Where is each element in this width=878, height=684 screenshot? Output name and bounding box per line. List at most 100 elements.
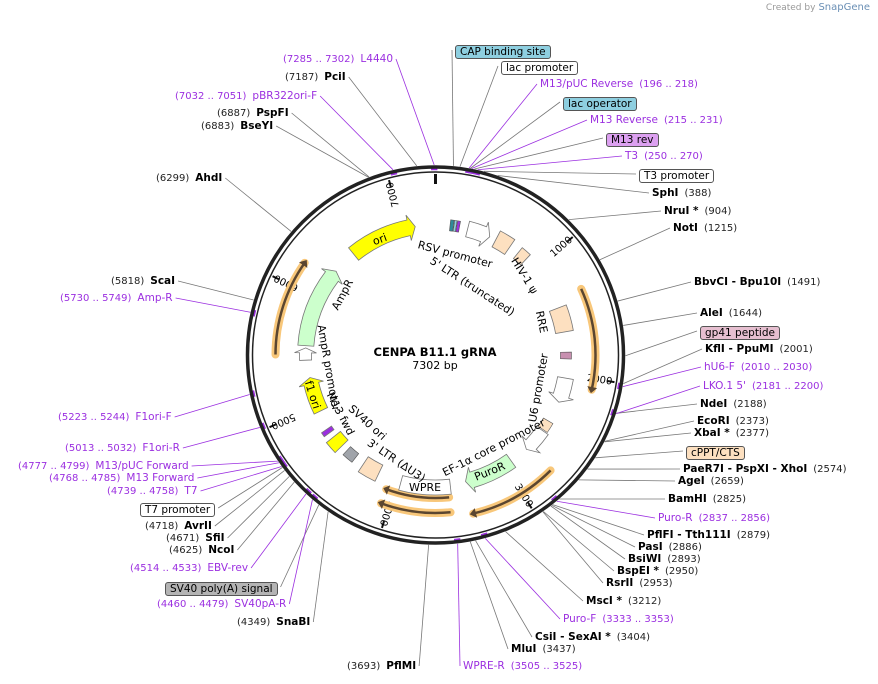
map-label-site[interactable]: (4349)SnaBI	[237, 616, 310, 628]
map-label-site[interactable]: BspEI *(2950)	[617, 565, 698, 577]
map-label-site[interactable]: AgeI(2659)	[678, 475, 744, 487]
map-label-primer[interactable]: M13/pUC Reverse(196 .. 218)	[540, 78, 698, 90]
small-feature[interactable]	[537, 417, 554, 433]
map-label-feature[interactable]: gp41 peptide	[700, 325, 780, 340]
connector-line	[595, 450, 684, 459]
map-label-primer[interactable]: (4768 .. 4785)M13 Forward	[49, 472, 194, 484]
map-label-primer[interactable]: Puro-F(3333 .. 3353)	[563, 613, 674, 625]
map-label-primer[interactable]: (7285 .. 7302)L4440	[283, 53, 393, 65]
map-label-site[interactable]: (4625)NcoI	[169, 544, 234, 556]
primer-mark	[305, 487, 312, 495]
tick-label: 7000	[385, 181, 402, 208]
label-name: lac promoter	[501, 60, 579, 75]
map-label-site[interactable]: (3693)PflMI	[347, 660, 416, 672]
feature-m13-fwd[interactable]	[320, 425, 335, 438]
map-label-site[interactable]: BbvCI - Bpu10I(1491)	[694, 276, 820, 288]
feature-label: RRE	[533, 310, 550, 335]
map-label-site[interactable]: PasI(2886)	[638, 541, 702, 553]
map-label-site[interactable]: AleI(1644)	[700, 307, 762, 319]
map-label-site[interactable]: MscI *(3212)	[586, 595, 661, 607]
feature-ampr-promoter[interactable]	[294, 347, 317, 361]
map-label-primer[interactable]: (5013 .. 5032)F1ori-R	[65, 442, 180, 454]
map-label-primer[interactable]: T3(250 .. 270)	[625, 149, 703, 162]
map-label-primer[interactable]: M13 Reverse(215 .. 231)	[590, 114, 723, 126]
map-label-site[interactable]: EcoRI(2373)	[697, 415, 769, 427]
small-feature[interactable]	[560, 351, 572, 360]
label-name: BseYI	[240, 119, 274, 132]
small-feature[interactable]	[449, 219, 455, 232]
map-label-site[interactable]: CsiI - SexAI *(3404)	[535, 631, 650, 643]
connector-line	[470, 101, 561, 169]
snapgene-watermark: Created by SnapGene	[766, 2, 870, 13]
label-name: T3	[625, 149, 639, 162]
feature-ef-1-core-promoter[interactable]	[521, 425, 549, 454]
map-label-site[interactable]: NdeI(2188)	[700, 398, 767, 410]
label-position: (3437)	[542, 643, 576, 655]
map-label-site[interactable]: SphI(388)	[652, 187, 711, 199]
feature-f1-ori[interactable]	[298, 377, 329, 415]
map-label-primer[interactable]: Puro-R(2837 .. 2856)	[658, 512, 770, 524]
map-label-feature[interactable]: lac operator	[563, 96, 637, 111]
map-label-site[interactable]: (6883)BseYI	[201, 119, 274, 132]
map-label-primer[interactable]: WPRE-R(3505 .. 3525)	[463, 660, 582, 672]
feature-rre[interactable]	[548, 304, 574, 335]
label-name: pBR322ori-F	[252, 89, 318, 102]
small-feature[interactable]	[342, 446, 360, 463]
feature-5-ltr-truncated-[interactable]	[491, 230, 516, 256]
map-label-primer[interactable]: (7032 .. 7051)pBR322ori-F	[175, 89, 318, 102]
map-label-primer[interactable]: hU6-F(2010 .. 2030)	[704, 361, 812, 373]
label-position: (3333 .. 3353)	[602, 613, 674, 625]
map-label-site[interactable]: XbaI *(2377)	[694, 427, 769, 439]
connector-line	[604, 432, 692, 443]
map-label-primer[interactable]: (4739 .. 4758)T7	[107, 485, 198, 497]
small-feature[interactable]	[455, 220, 461, 233]
map-label-feature[interactable]: T3 promoter	[639, 168, 715, 183]
feature-wpre[interactable]	[398, 475, 452, 496]
feature-label: f1 ori	[302, 379, 323, 410]
map-label-primer[interactable]: (4460 .. 4479)SV40pA-R	[157, 598, 286, 610]
small-feature[interactable]	[452, 220, 458, 232]
map-label-feature[interactable]: SV40 poly(A) signal	[165, 581, 278, 596]
feature-sv40-ori[interactable]	[325, 430, 349, 454]
map-label-feature[interactable]: cPPT/CTS	[686, 445, 745, 460]
connector-line	[459, 65, 499, 167]
primer-mark	[551, 495, 558, 502]
map-label-feature[interactable]: T7 promoter	[140, 502, 216, 517]
feature-rsv-promoter[interactable]	[465, 220, 491, 247]
connector-line	[395, 58, 435, 166]
map-label-feature[interactable]: M13 rev	[606, 132, 659, 147]
map-label-primer[interactable]: LKO.1 5'(2181 .. 2200)	[703, 379, 823, 392]
map-label-site[interactable]: PaeR7I - PspXI - XhoI(2574)	[683, 463, 847, 475]
map-label-site[interactable]: BsiWI(2893)	[628, 553, 701, 565]
map-label-site[interactable]: BamHI(2825)	[668, 493, 746, 505]
map-label-site[interactable]: (6299)AhdI	[156, 172, 222, 184]
map-label-site[interactable]: (7187)PciI	[285, 71, 346, 83]
feature-hiv-1-[interactable]	[512, 247, 531, 266]
feature-puror[interactable]	[465, 453, 517, 493]
connector-line	[616, 385, 701, 414]
map-label-site[interactable]: (4718)AvrII	[145, 520, 212, 532]
feature-3-ltr-u3-[interactable]	[357, 456, 384, 482]
feature-u6-promoter[interactable]	[548, 376, 574, 403]
map-label-primer[interactable]: (4777 .. 4799)M13/pUC Forward	[18, 460, 189, 472]
map-label-site[interactable]: NruI *(904)	[664, 205, 731, 217]
map-label-site[interactable]: (4671)SfiI	[166, 532, 225, 544]
map-label-site[interactable]: KflI - PpuMI(2001)	[705, 343, 813, 355]
map-label-site[interactable]: MluI(3437)	[511, 643, 576, 655]
map-label-primer[interactable]: (4514 .. 4533)EBV-rev	[130, 562, 248, 574]
map-label-site[interactable]: RsrII(2953)	[606, 577, 673, 589]
label-name: LKO.1 5'	[703, 379, 746, 392]
map-label-site[interactable]: (5818)ScaI	[111, 275, 175, 287]
feature-ori[interactable]	[348, 214, 416, 261]
primer-mark	[473, 171, 481, 176]
map-label-feature[interactable]: lac promoter	[501, 60, 579, 75]
map-label-primer[interactable]: (5223 .. 5244)F1ori-F	[58, 411, 172, 423]
feature-ampr[interactable]	[297, 268, 343, 347]
map-label-site[interactable]: PflFI - Tth111I(2879)	[647, 529, 770, 541]
map-label-site[interactable]: NotI(1215)	[673, 222, 737, 234]
map-label-primer[interactable]: (5730 .. 5749)Amp-R	[60, 292, 173, 304]
label-position: (2886)	[668, 541, 702, 553]
map-label-site[interactable]: (6887)PspFI	[217, 107, 289, 119]
map-label-feature[interactable]: CAP binding site	[455, 44, 551, 59]
